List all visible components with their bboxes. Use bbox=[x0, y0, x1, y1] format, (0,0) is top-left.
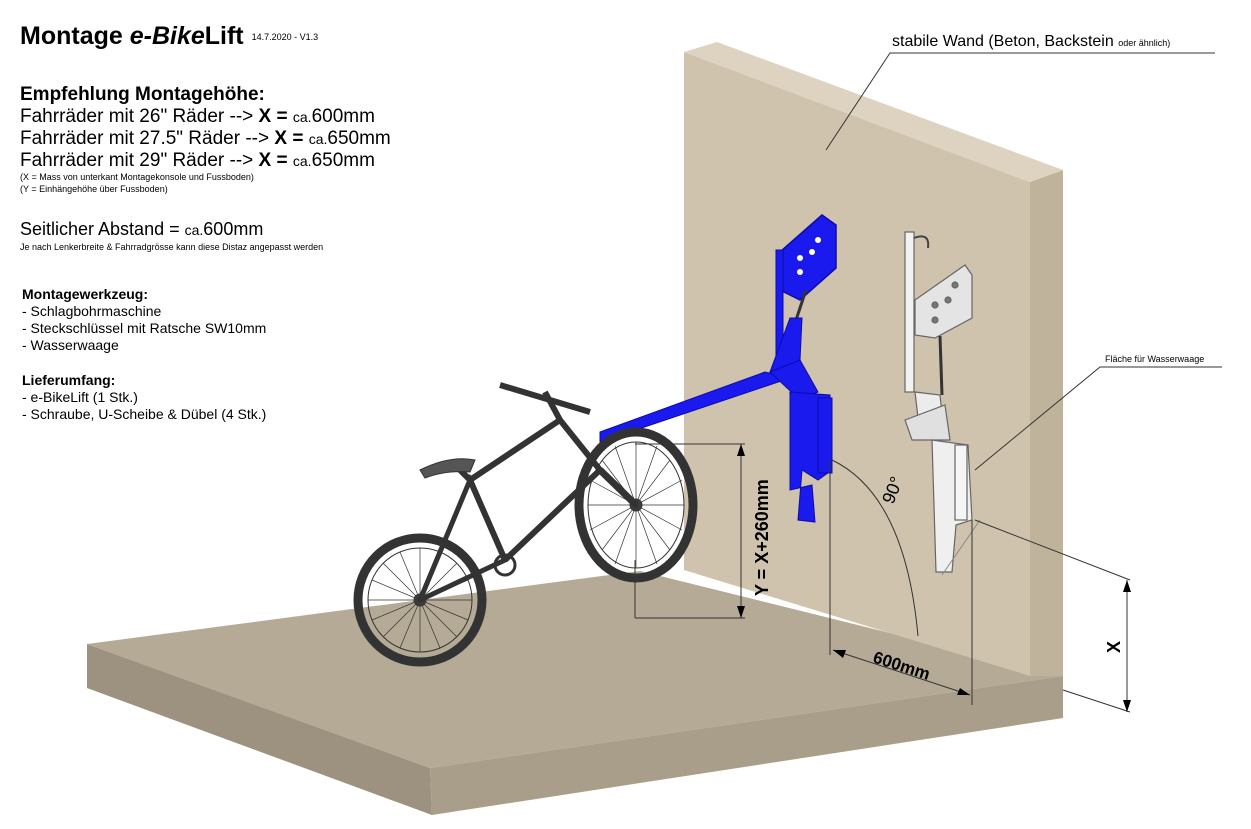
dim-y-arrow-bottom bbox=[737, 606, 745, 618]
delivery-item: - e-BikeLift (1 Stk.) bbox=[22, 389, 138, 405]
side-distance-note: Je nach Lenkerbreite & Fahrradgrösse kan… bbox=[20, 242, 324, 252]
angle-arc bbox=[831, 459, 919, 637]
line-eq: = bbox=[287, 128, 309, 149]
recommendation-heading: Empfehlung Montagehöhe: bbox=[20, 84, 265, 105]
line-var: X bbox=[274, 128, 288, 149]
line-value: 650mm bbox=[311, 150, 375, 171]
line-text: Fahrräder mit 26" Räder --> bbox=[20, 106, 259, 127]
page-title: Montage e-BikeLift 14.7.2020 - V1.3 bbox=[20, 22, 318, 51]
dim-x-lines bbox=[974, 519, 1131, 713]
delivery-heading: Lieferumfang: bbox=[22, 372, 116, 388]
title-brand-italic: e-Bike bbox=[129, 22, 205, 50]
tools-item: - Steckschlüssel mit Ratsche SW10mm bbox=[22, 320, 267, 336]
side-distance-label: Seitlicher Abstand = bbox=[20, 219, 185, 239]
line-text: Fahrräder mit 27.5" Räder --> bbox=[20, 128, 275, 149]
recommendation-line: Fahrräder mit 27.5" Räder --> X = ca.650… bbox=[20, 128, 391, 150]
version-label: 14.7.2020 - V1.3 bbox=[251, 32, 319, 43]
tools-item: - Wasserwaage bbox=[22, 337, 119, 353]
line-ca: ca. bbox=[292, 153, 312, 169]
side-distance-value: 600mm bbox=[203, 219, 264, 239]
line-var: X bbox=[258, 106, 272, 127]
tools-item: - Schlagbohrmaschine bbox=[22, 303, 162, 319]
line-ca: ca. bbox=[292, 109, 312, 125]
blue-lift bbox=[599, 214, 837, 523]
dim-side-arrow-left bbox=[833, 650, 846, 658]
dim-x-arrow-top bbox=[1123, 580, 1131, 592]
dim-side-lines bbox=[829, 460, 973, 705]
floor-left-edge bbox=[87, 644, 432, 815]
dim-y-lines bbox=[634, 443, 745, 619]
recommendation-line: Fahrräder mit 26" Räder --> X = ca.600mm bbox=[20, 106, 375, 128]
note-y: (Y = Einhängehöhe über Fussboden) bbox=[20, 184, 168, 194]
dim-side-arrow-right bbox=[957, 688, 970, 695]
recommendation-line: Fahrräder mit 29" Räder --> X = ca.650mm bbox=[20, 150, 375, 172]
line-value: 650mm bbox=[327, 128, 391, 149]
line-text: Fahrräder mit 29" Räder --> bbox=[20, 150, 259, 171]
floor-top bbox=[87, 571, 1063, 768]
dim-y-label: Y = X+260mm bbox=[752, 479, 772, 596]
dim-x-label: X bbox=[1104, 641, 1124, 653]
line-eq: = bbox=[271, 150, 293, 171]
wall-label-small: oder ähnlich) bbox=[1118, 38, 1171, 48]
dim-x-arrow-bottom bbox=[1123, 700, 1131, 712]
dim-y-arrow-top bbox=[737, 444, 745, 456]
title-brand-suffix: Lift bbox=[204, 22, 244, 50]
leader-lines bbox=[825, 52, 1222, 471]
side-distance-ca: ca. bbox=[184, 222, 204, 238]
wall-label-text: stabile Wand (Beton, Backstein bbox=[892, 33, 1119, 50]
wall-top bbox=[684, 42, 1063, 182]
title-prefix: Montage bbox=[20, 22, 130, 50]
delivery-item: - Schraube, U-Scheibe & Dübel (4 Stk.) bbox=[22, 406, 267, 422]
line-var: X bbox=[258, 150, 272, 171]
line-eq: = bbox=[271, 106, 293, 127]
level-surface-label: Fläche für Wasserwaage bbox=[1105, 354, 1205, 364]
wall-side bbox=[1030, 170, 1063, 676]
side-distance: Seitlicher Abstand = ca.600mm bbox=[20, 219, 263, 240]
wall-label: stabile Wand (Beton, Backstein oder ähnl… bbox=[892, 33, 1170, 51]
floor-front-edge bbox=[430, 676, 1063, 815]
bike-illustration bbox=[353, 382, 698, 667]
line-ca: ca. bbox=[308, 131, 328, 147]
white-lift bbox=[904, 231, 981, 576]
tools-heading: Montagewerkzeug: bbox=[22, 286, 149, 302]
line-value: 600mm bbox=[311, 106, 375, 127]
note-x: (X = Mass von unterkant Montagekonsole u… bbox=[20, 172, 254, 182]
